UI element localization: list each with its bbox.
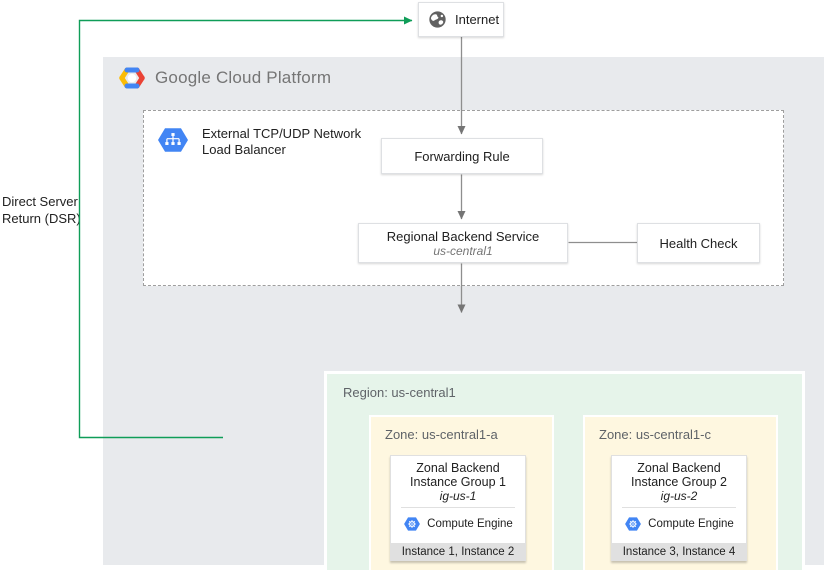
instance-group-card-1: Zonal Backend Instance Group 1 ig-us-1 C… [390, 455, 526, 561]
gcp-platform-container: Google Cloud Platform External TCP/UDP N… [103, 57, 824, 570]
instance-group-card-2: Zonal Backend Instance Group 2 ig-us-2 C… [611, 455, 747, 561]
instance-group-name: ig-us-1 [439, 489, 477, 503]
load-balancer-heading: External TCP/UDP Network Load Balancer [156, 125, 364, 158]
zone-us-central1-c: Zone: us-central1-c Zonal Backend Instan… [585, 417, 776, 570]
dsr-label: Direct Server Return (DSR) [2, 194, 81, 226]
gcp-brand-text: Google Cloud Platform [155, 68, 332, 87]
load-balancer-title: External TCP/UDP Network Load Balancer [202, 126, 362, 157]
card-divider [622, 507, 736, 508]
compute-engine-icon [625, 516, 642, 531]
instances-footer: Instance 1, Instance 2 [391, 543, 525, 560]
compute-engine-label: Compute Engine [648, 517, 734, 530]
compute-engine-label: Compute Engine [427, 517, 513, 530]
compute-engine-row: Compute Engine [612, 508, 746, 539]
internet-globe-icon [429, 11, 446, 28]
gcp-platform-header: Google Cloud Platform [119, 67, 331, 89]
instance-group-title: Zonal Backend Instance Group 2 [631, 461, 727, 489]
region-label: Region: us-central1 [343, 385, 456, 400]
instance-group-title: Zonal Backend Instance Group 1 [410, 461, 506, 489]
health-check-label: Health Check [659, 235, 738, 251]
instances-footer: Instance 3, Instance 4 [612, 543, 746, 560]
card-divider [401, 507, 515, 508]
internet-label: Internet [455, 12, 500, 27]
gcp-logo-icon [119, 67, 145, 89]
zone-label: Zone: us-central1-c [599, 427, 711, 442]
forwarding-rule-label: Forwarding Rule [414, 148, 510, 164]
compute-engine-icon [404, 516, 421, 531]
load-balancer-icon [158, 128, 188, 152]
region-container: Region: us-central1 Zone: us-central1-a … [327, 374, 802, 570]
zone-us-central1-a: Zone: us-central1-a Zonal Backend Instan… [371, 417, 552, 570]
regional-backend-service-node: Regional Backend Service us-central1 [358, 223, 568, 263]
zone-label: Zone: us-central1-a [385, 427, 498, 442]
backend-service-label: Regional Backend Service [386, 228, 540, 244]
backend-service-region: us-central1 [433, 243, 493, 258]
health-check-node: Health Check [637, 223, 760, 263]
internet-node: Internet [418, 2, 504, 37]
compute-engine-row: Compute Engine [391, 508, 525, 539]
instance-group-name: ig-us-2 [660, 489, 698, 503]
forwarding-rule-node: Forwarding Rule [381, 138, 543, 174]
